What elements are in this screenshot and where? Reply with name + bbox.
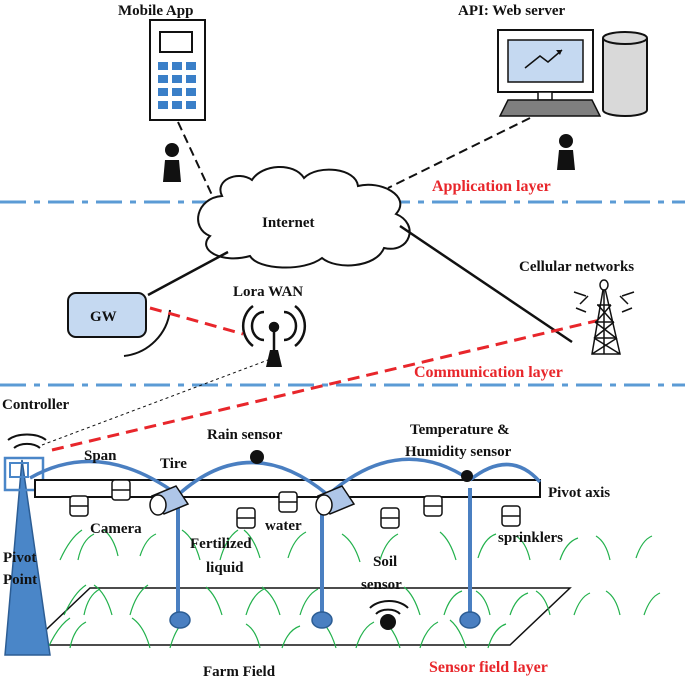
tire-icon <box>149 485 356 516</box>
sprinklers-label: sprinklers <box>498 530 563 546</box>
grass <box>47 529 661 649</box>
mobile-app-label: Mobile App <box>118 3 193 19</box>
internet-label: Internet <box>262 215 315 231</box>
farm-field <box>28 587 572 646</box>
web-server-icon <box>497 29 648 117</box>
controller-signal-icon <box>7 433 47 449</box>
soil-sensor-icon <box>369 600 409 630</box>
span-label: Span <box>84 448 117 464</box>
cloud-icon <box>197 165 411 269</box>
pivot-label: Pivot <box>3 550 36 566</box>
controller-lora-link <box>41 359 269 446</box>
liquid-label: liquid <box>206 560 244 576</box>
communication-layer-label: Communication layer <box>414 364 563 381</box>
server-internet-link <box>387 117 531 189</box>
rain-sensor-label: Rain sensor <box>207 427 283 443</box>
humidity-sensor-label: Humidity sensor <box>405 444 512 460</box>
sensor-field-layer-label: Sensor field layer <box>429 659 548 676</box>
wheels <box>169 611 481 629</box>
gw-internet-link <box>147 250 229 297</box>
temperature-humidity-sensor-icon <box>461 470 473 482</box>
cellular-networks-label: Cellular networks <box>519 259 634 275</box>
app-internet-link <box>177 121 219 209</box>
gw-lora-link <box>149 306 244 336</box>
user-icon <box>163 143 181 182</box>
controller-label: Controller <box>2 397 70 413</box>
water-label: water <box>265 518 302 534</box>
support-legs <box>176 488 472 612</box>
api-server-label: API: Web server <box>458 3 566 19</box>
pivot-point <box>4 459 51 656</box>
pivot-axis-label: Pivot axis <box>548 485 610 501</box>
farm-field-label: Farm Field <box>203 664 276 680</box>
tire-label: Tire <box>160 456 187 472</box>
rain-sensor-icon <box>250 450 264 464</box>
fertilized-label: Fertilized <box>190 536 252 552</box>
internet-cellular-link <box>399 224 573 344</box>
cell-tower-icon <box>573 279 635 355</box>
span-arches <box>29 457 542 497</box>
user-icon <box>557 134 575 170</box>
controller-box <box>3 456 45 492</box>
lora-wan-label: Lora WAN <box>233 284 303 300</box>
soil-label: Soil <box>373 554 397 570</box>
application-layer-label: Application layer <box>432 178 551 195</box>
point-label: Point <box>3 572 37 588</box>
gateway-box-icon: GW <box>67 292 171 357</box>
sprinkler-icons <box>69 479 521 529</box>
mobile-phone-icon <box>149 19 206 121</box>
temperature-label: Temperature & <box>410 422 510 438</box>
sensor-label: sensor <box>361 577 402 593</box>
camera-label: Camera <box>90 521 142 537</box>
gw-label: GW <box>90 309 117 325</box>
lora-antenna-icon <box>241 304 307 367</box>
